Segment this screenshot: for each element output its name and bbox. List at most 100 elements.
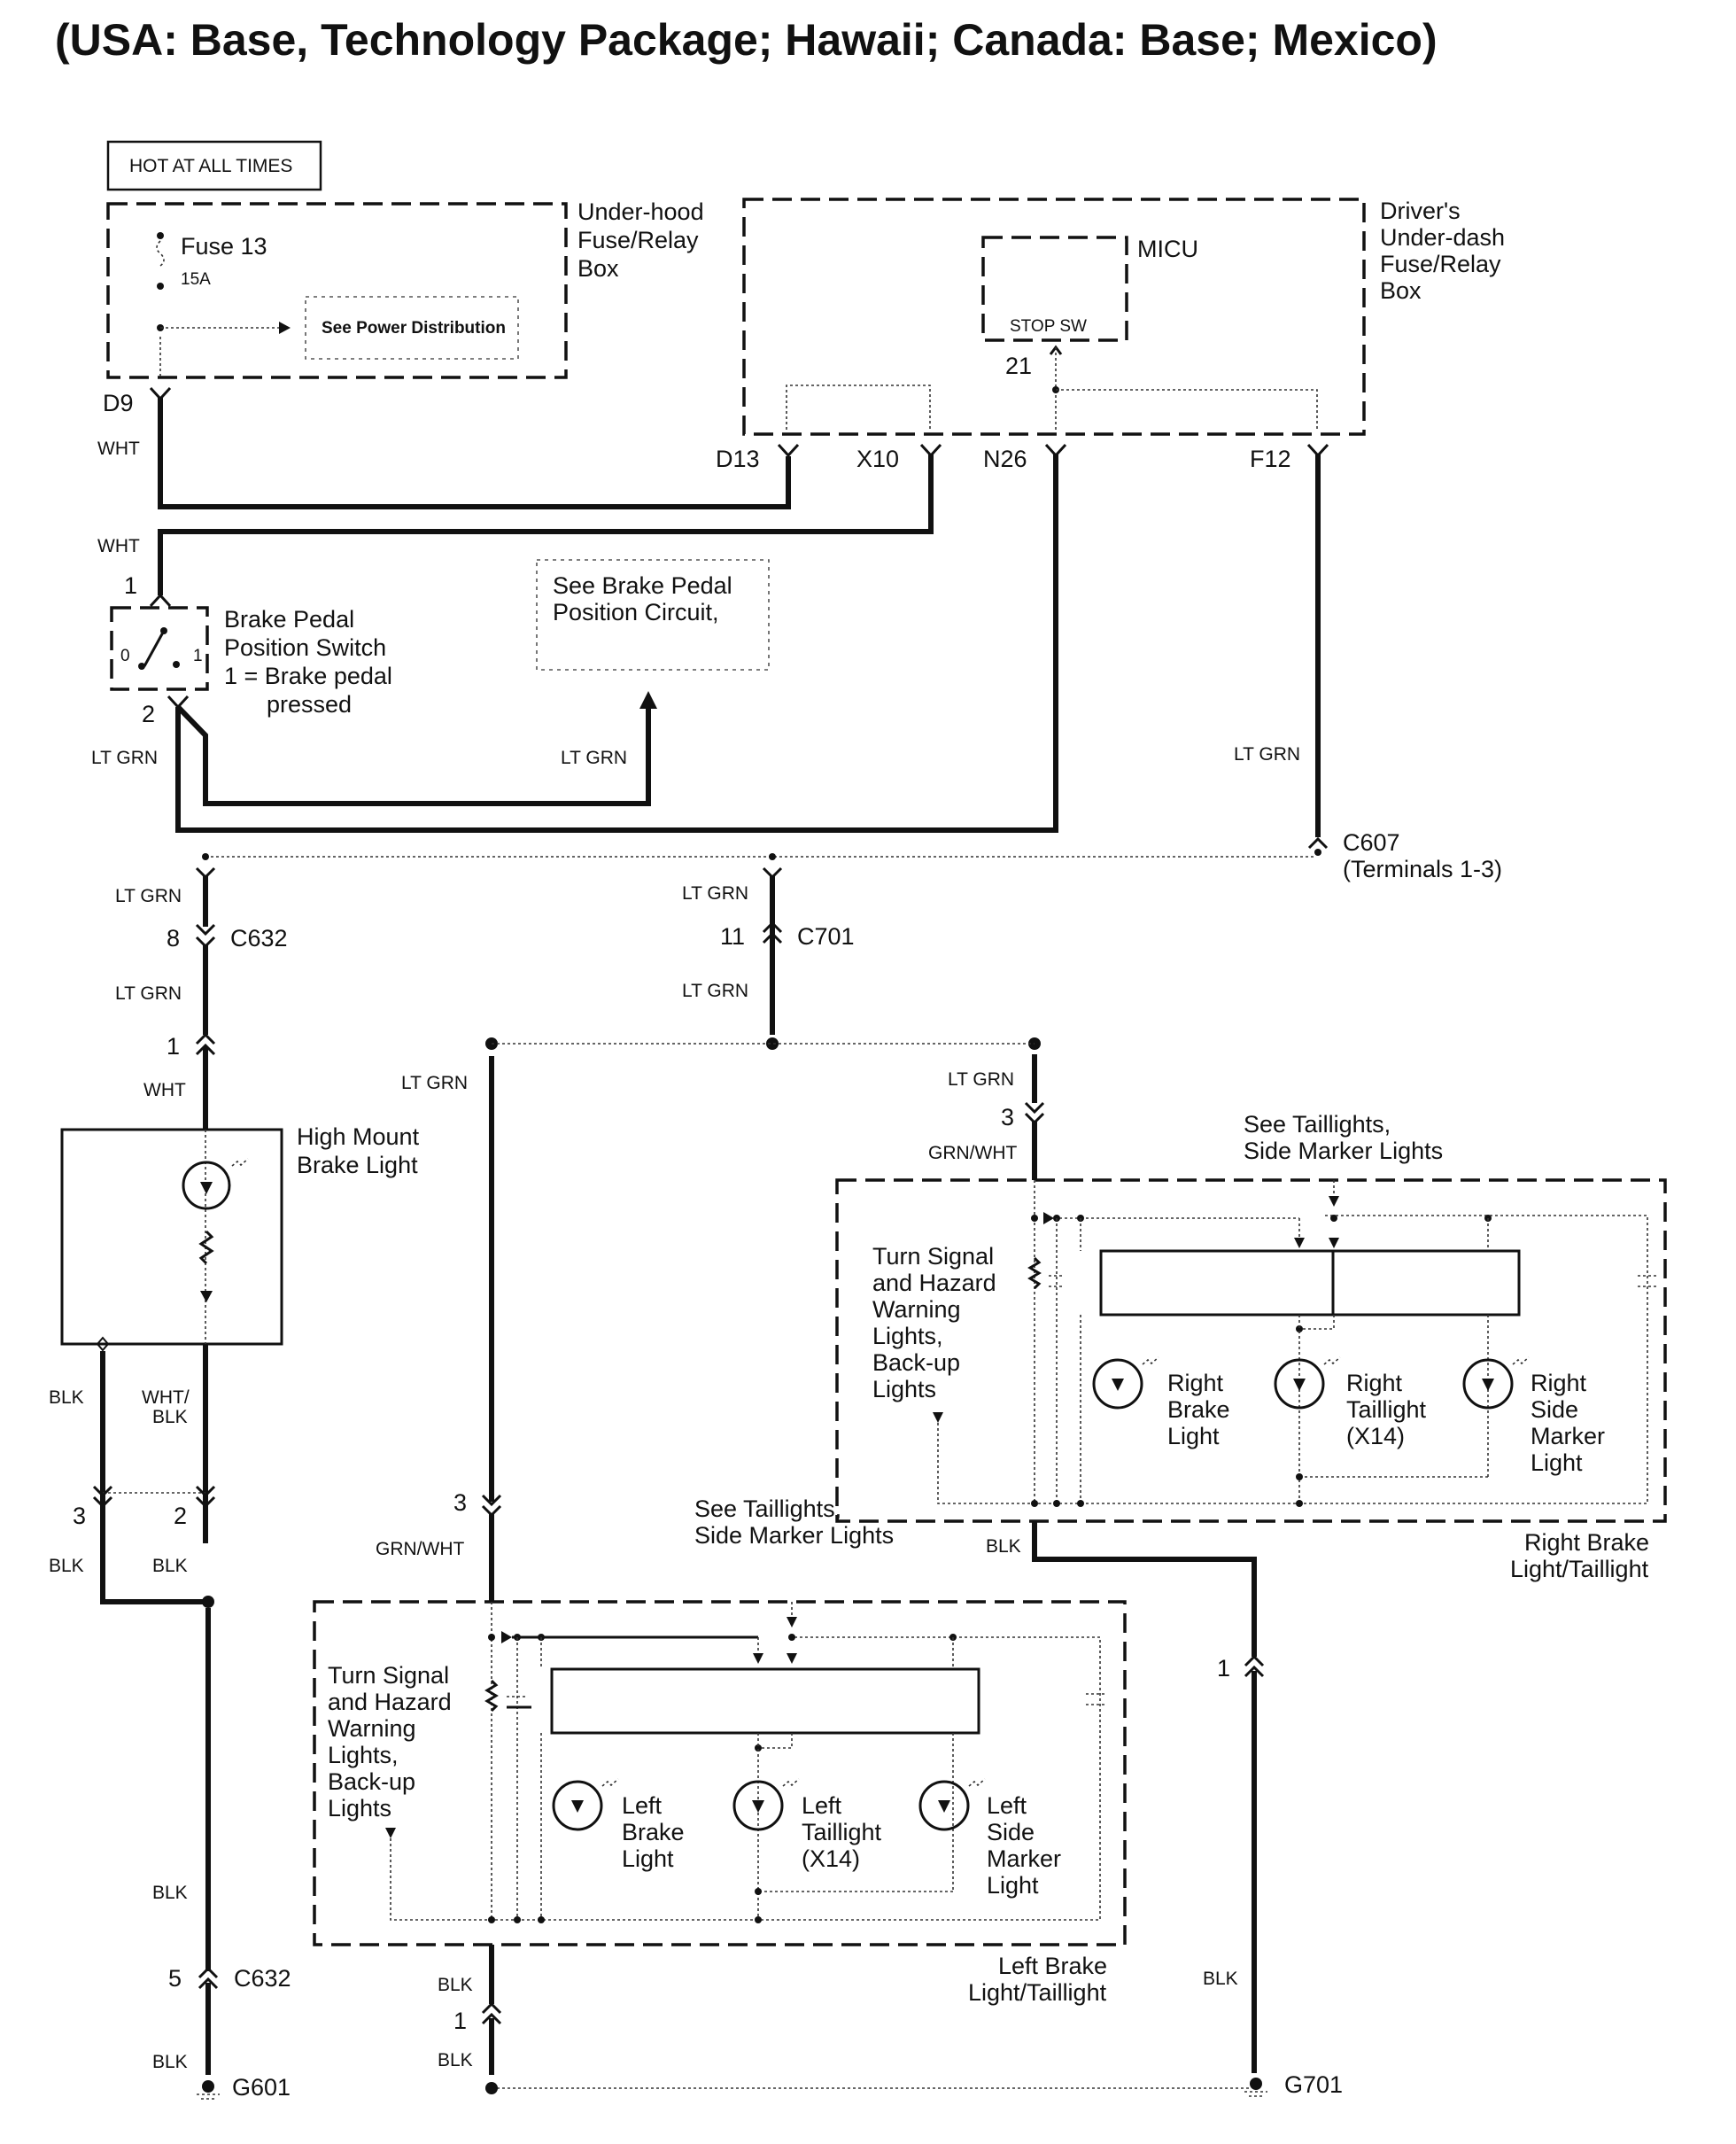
ground-icon [197, 2080, 220, 2100]
left-lamp-1-line-2: Brake [622, 1819, 685, 1845]
wire-ltgrn-switch-to-bpp [175, 704, 651, 806]
right-note-4: Lights, [872, 1323, 943, 1349]
left-note-2: and Hazard [328, 1689, 452, 1715]
right-lamp-2-line-3: (X14) [1346, 1423, 1405, 1449]
micu-stop-sw: STOP SW [1010, 317, 1087, 336]
wire-color-whtblk-2: BLK [152, 1407, 188, 1427]
right-note-2: and Hazard [872, 1270, 996, 1296]
c632-pin-8: 8 [167, 925, 180, 952]
underhood-box-name-2: Fuse/Relay [577, 227, 699, 253]
right-lamp-1-line-1: Right [1167, 1370, 1224, 1396]
left-lamp-2-line-3: (X14) [802, 1845, 860, 1872]
c701-label: C701 [797, 923, 855, 950]
wire-color-ltgrn-c701b: LT GRN [682, 981, 748, 1001]
underdash-box-name-1: Driver's [1380, 198, 1461, 224]
wire-color-ltgrn-right: LT GRN [948, 1069, 1014, 1090]
right-ref-2[interactable]: Side Marker Lights [1244, 1138, 1443, 1164]
hmbl-name-2: Brake Light [297, 1152, 418, 1178]
left-assembly-name-2: Light/Taillight [968, 1979, 1107, 2006]
c607-note: (Terminals 1-3) [1343, 856, 1502, 882]
underhood-box-name-1: Under-hood [577, 198, 704, 225]
right-note-6: Lights [872, 1376, 936, 1402]
bulb-icon [732, 1778, 800, 1831]
underhood-fuse-box: Under-hood Fuse/Relay Box Fuse 13 15A Se… [106, 198, 704, 379]
ground-g701: G701 [1284, 2071, 1343, 2098]
micu-pin-21: 21 [1005, 353, 1032, 379]
right-ref-1[interactable]: See Taillights, [1244, 1111, 1391, 1138]
left-lamp-2-line-2: Taillight [802, 1819, 882, 1845]
c701-pin-11: 11 [720, 923, 745, 950]
left-note-1: Turn Signal [328, 1662, 449, 1689]
right-lamp-1-line-3: Light [1167, 1423, 1220, 1449]
brake-pedal-ref-1[interactable]: See Brake Pedal [553, 572, 732, 599]
power-distribution-ref[interactable]: See Power Distribution [322, 319, 506, 338]
hmbl-pin-2: 2 [174, 1503, 187, 1529]
left-brake-light-assembly: See Taillights, Side Marker Lights Turn … [313, 1495, 1127, 1946]
arrow-up-icon [639, 691, 657, 709]
right-lamp-3-line-1: Right [1531, 1370, 1587, 1396]
hmbl-pin-1: 1 [167, 1033, 180, 1060]
left-ref-2[interactable]: Side Marker Lights [694, 1522, 894, 1549]
right-assembly-name-1: Right Brake [1524, 1529, 1649, 1556]
switch-name-3: 1 = Brake pedal [224, 663, 392, 689]
ground-g601: G601 [232, 2074, 291, 2101]
terminal-d9: D9 [103, 390, 134, 416]
right-lamp-module [1099, 1249, 1521, 1317]
wire-color-blk-left-a: BLK [438, 1975, 473, 1995]
terminal-d13: D13 [716, 446, 760, 472]
high-mount-brake-light [60, 1128, 283, 1346]
wire-color-blk-c632b: BLK [152, 1883, 188, 1903]
wire-color-wht-1: WHT [97, 439, 140, 459]
right-note-5: Back-up [872, 1349, 960, 1376]
switch-name-1: Brake Pedal [224, 606, 354, 633]
right-note-3: Warning [872, 1296, 961, 1323]
arrow-right-icon [279, 322, 291, 334]
right-in-pin-3: 3 [1001, 1104, 1014, 1130]
left-note-5: Back-up [328, 1768, 415, 1795]
micu-label: MICU [1137, 236, 1198, 262]
wire-ltgrn-switch-n26 [175, 454, 1058, 833]
wire-color-grnwht-left: GRN/WHT [376, 1539, 464, 1559]
left-lamp-1-line-1: Left [622, 1792, 663, 1819]
right-lamp-1-line-2: Brake [1167, 1396, 1230, 1423]
wire-color-ltgrn-c632b: LT GRN [115, 983, 182, 1004]
bulb-icon [182, 1158, 249, 1210]
right-lamp-2-line-1: Right [1346, 1370, 1403, 1396]
underdash-box-name-4: Box [1380, 277, 1422, 304]
left-note-4: Lights, [328, 1742, 399, 1768]
switch-position-0: 0 [120, 647, 130, 665]
underdash-box-name-3: Fuse/Relay [1380, 251, 1501, 277]
wire-color-blk-left-b: BLK [438, 2050, 473, 2070]
brake-pedal-ref-box [536, 559, 770, 671]
wire-color-ltgrn-bpp: LT GRN [561, 748, 627, 768]
c632-top-label: C632 [230, 925, 288, 952]
left-assembly-name-1: Left Brake [998, 1953, 1107, 1979]
left-lamp-3-line-4: Light [987, 1872, 1039, 1899]
wire-color-blk-g601: BLK [152, 2052, 188, 2072]
brake-pedal-ref-2[interactable]: Position Circuit, [553, 599, 719, 625]
wire-color-whtblk-1: WHT/ [142, 1387, 190, 1408]
switch-name-4: pressed [267, 691, 352, 718]
terminal-n26: N26 [983, 446, 1027, 472]
switch-icon: 0 1 [110, 606, 209, 691]
wire-color-blk-3: BLK [49, 1556, 84, 1576]
left-in-pin-3: 3 [453, 1489, 467, 1516]
terminal-x10: X10 [856, 446, 899, 472]
wire-color-ltgrn-left: LT GRN [401, 1073, 468, 1093]
wire-color-blk-hmbl: BLK [49, 1387, 84, 1408]
fuse-rating: 15A [181, 270, 211, 289]
wire-color-grnwht-right: GRN/WHT [928, 1143, 1017, 1163]
wire-color-wht-hmbl: WHT [143, 1080, 186, 1100]
wire-color-blk-2: BLK [152, 1556, 188, 1576]
wire-color-blk-g701: BLK [1203, 1969, 1238, 1989]
left-ref-1[interactable]: See Taillights, [694, 1495, 841, 1522]
wire-wht-d9-d13 [158, 397, 791, 509]
underdash-box-name-2: Under-dash [1380, 224, 1505, 251]
right-note-1: Turn Signal [872, 1243, 994, 1270]
right-brake-light-assembly: See Taillights, Side Marker Lights Turn … [835, 1111, 1667, 1523]
left-note-6: Lights [328, 1795, 391, 1822]
right-gnd-pin-1: 1 [1217, 1655, 1230, 1682]
bulb-icon [918, 1778, 986, 1831]
left-lamp-1-line-3: Light [622, 1845, 674, 1872]
